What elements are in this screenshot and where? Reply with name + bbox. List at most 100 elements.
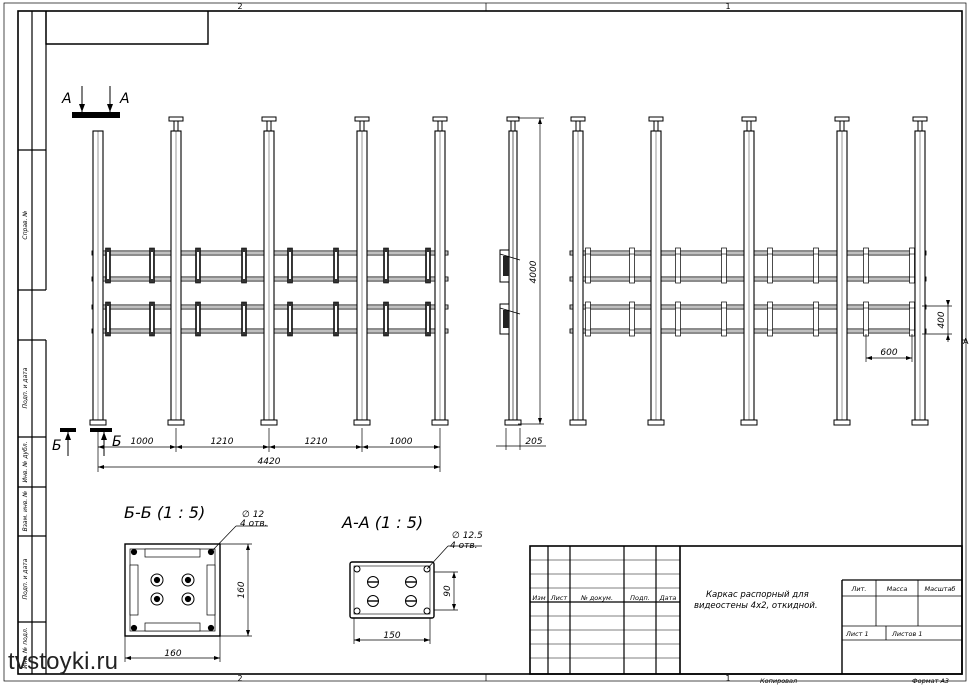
front-post-screw	[437, 120, 443, 132]
front-bracket-slot	[385, 252, 387, 279]
detail-aa-dim-h: 150	[383, 631, 400, 641]
dim-step-400: 400	[937, 311, 947, 328]
detail-bb-dim-v: 160	[237, 581, 247, 598]
detail-aa-plate	[349, 545, 482, 644]
tb-col-podp: Подп.	[630, 594, 650, 602]
side-post-foot	[504, 419, 522, 426]
front-post-cap	[261, 116, 277, 122]
rear-post-screw	[575, 120, 581, 132]
detail-aa-hole-count: 4 отв.	[450, 541, 478, 551]
front-bracket-slot	[289, 252, 291, 279]
section-a-left-label: A	[61, 91, 72, 107]
front-bracket-slot	[243, 252, 245, 279]
tb-col-data: Дата	[659, 594, 677, 602]
front-bracket-slot	[243, 306, 245, 332]
rear-bracket	[585, 301, 591, 337]
rear-bracket	[767, 301, 773, 337]
rear-post-screw	[917, 120, 923, 132]
rear-bracket	[863, 301, 869, 337]
detail-aa-hole-dia: ∅ 12.5	[452, 531, 483, 541]
side-strip	[18, 11, 47, 674]
rear-post-screw	[839, 120, 845, 132]
front-post-foot	[431, 419, 449, 426]
detail-bb-dim-h: 160	[164, 649, 181, 659]
front-post-cap	[168, 116, 184, 122]
rear-post-foot	[647, 419, 665, 426]
side-hinge-arm	[499, 253, 521, 261]
rear-post-foot	[833, 419, 851, 426]
drawing-frame	[3, 2, 967, 682]
side-hinge-arm	[499, 307, 521, 315]
side-view	[499, 116, 522, 426]
front-bracket-slot	[335, 252, 337, 279]
front-post-foot	[353, 419, 371, 426]
front-bracket-slot	[151, 306, 153, 332]
rear-bracket	[721, 247, 727, 284]
zone-side-right: A	[963, 337, 969, 346]
rear-bracket	[629, 301, 635, 337]
tb-list: Лист 1	[845, 630, 869, 638]
tb-lit: Лит.	[851, 585, 867, 593]
front-post-cap	[432, 116, 448, 122]
rear-bracket	[767, 247, 773, 284]
section-a-marker	[72, 86, 120, 118]
front-post-screw	[173, 120, 179, 132]
front-post-cap	[354, 116, 370, 122]
front-bracket-slot	[385, 306, 387, 332]
title-block	[529, 545, 963, 675]
side-inv-dubl: Инв. № дубл.	[22, 441, 29, 482]
side-podp-data-2: Подп. и дата	[22, 558, 29, 599]
side-hinge-fill	[503, 256, 509, 276]
detail-aa-title: А-А (1 : 5)	[341, 513, 423, 532]
front-post-foot	[89, 419, 107, 426]
front-bracket-slot	[335, 306, 337, 332]
tb-col-izm: Изм	[532, 594, 545, 602]
rear-post-cap	[570, 116, 586, 122]
front-bracket-slot	[289, 306, 291, 332]
front-bracket-slot	[151, 252, 153, 279]
rear-post-cap	[834, 116, 850, 122]
front-bracket-slot	[197, 252, 199, 279]
side-hinge-fill	[503, 310, 509, 328]
rear-bracket	[675, 301, 681, 337]
side-post-cap	[506, 116, 520, 122]
zone-bottom-left: 2	[237, 674, 242, 683]
rear-post-cap	[648, 116, 664, 122]
dim-1000-left: 1000	[131, 437, 154, 447]
zone-top-left: 2	[237, 2, 242, 11]
rear-bracket	[629, 247, 635, 284]
site-watermark: tvstoyki.ru	[8, 648, 119, 675]
front-bracket-slot	[427, 252, 429, 279]
rear-view	[569, 116, 929, 426]
rear-post-foot	[740, 419, 758, 426]
rear-bracket	[909, 301, 915, 337]
front-dimensions	[97, 428, 441, 472]
dim-depth: 205	[525, 437, 542, 447]
tb-col-list: Лист	[550, 594, 568, 602]
dim-height: 4000	[529, 260, 539, 283]
side-dimensions	[496, 117, 546, 450]
side-podp-data-1: Подп. и дата	[22, 367, 29, 408]
rear-post-foot	[911, 419, 929, 426]
front-bracket-slot	[197, 306, 199, 332]
rear-post-cap	[741, 116, 757, 122]
dim-1210-b: 1210	[305, 437, 328, 447]
tb-massa: Масса	[887, 585, 908, 593]
rear-bracket	[721, 301, 727, 337]
rear-bracket	[813, 247, 819, 284]
front-post-foot	[260, 419, 278, 426]
section-b-right-label: Б	[112, 434, 122, 450]
detail-bb-hole-count: 4 отв.	[240, 519, 268, 529]
detail-bb-hole-dia: ∅ 12	[242, 510, 264, 520]
rear-bracket	[813, 301, 819, 337]
detail-bb-title: Б-Б (1 : 5)	[124, 503, 205, 522]
rear-post-screw	[653, 120, 659, 132]
footer-kopiroval: Копировал	[760, 677, 797, 685]
tb-name-line1: Каркас распорный для	[706, 590, 809, 600]
rear-bracket	[675, 247, 681, 284]
front-post-screw	[266, 120, 272, 132]
section-b-left-label: Б	[52, 438, 62, 454]
front-bracket-slot	[107, 306, 109, 332]
detail-bb-plate	[124, 525, 268, 662]
